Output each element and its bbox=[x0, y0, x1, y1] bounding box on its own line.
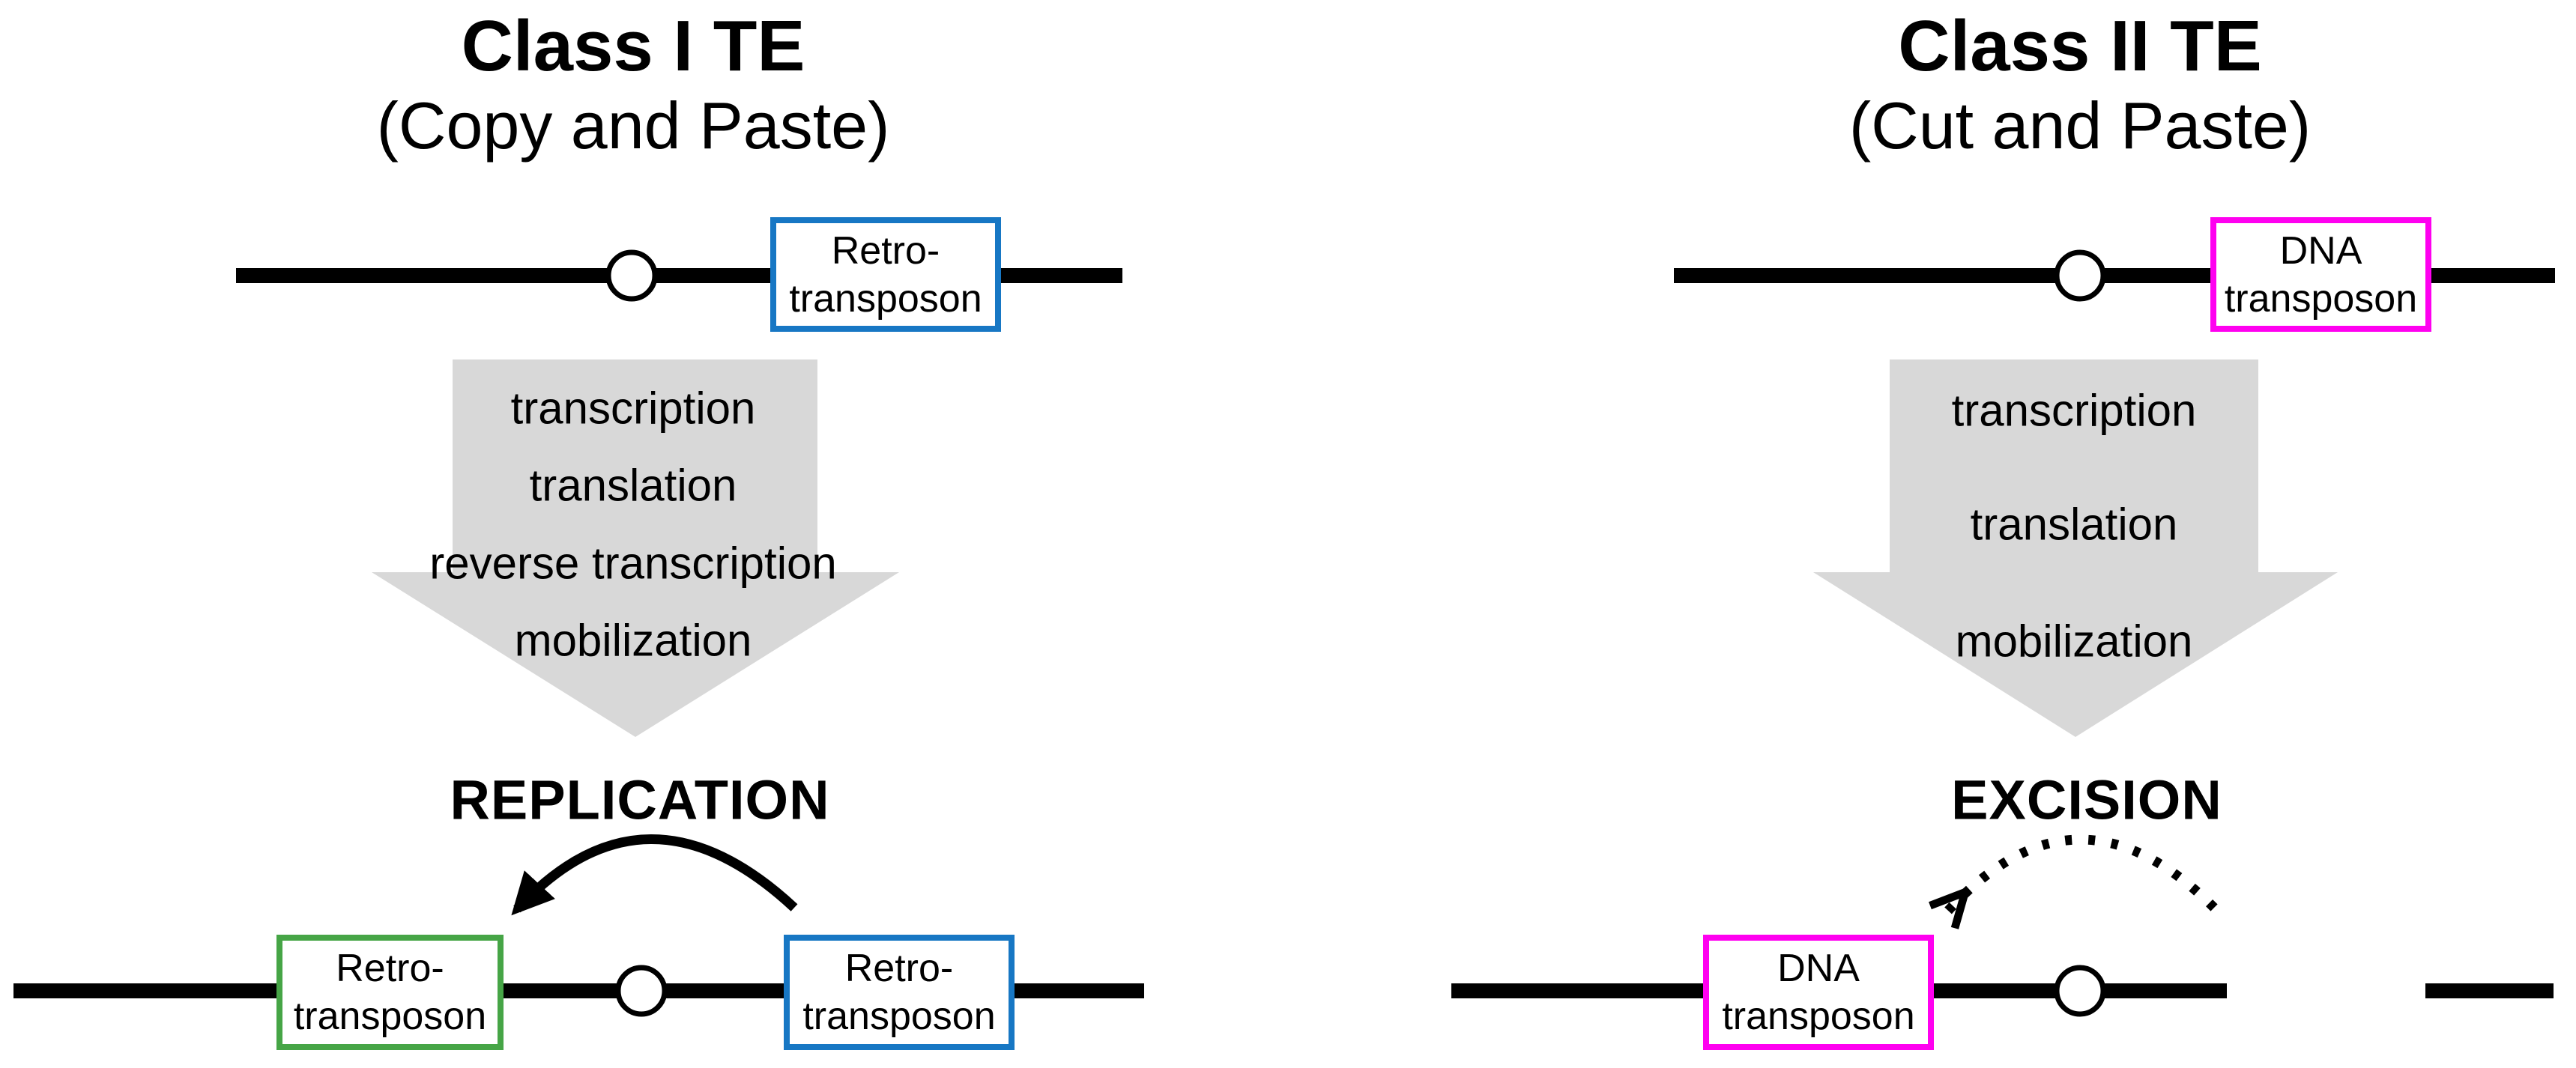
class1-subtitle: (Copy and Paste) bbox=[376, 88, 890, 163]
te-box-retrotransposon-top: Retro- transposon bbox=[770, 217, 1001, 332]
class2-title: Class II TE bbox=[1898, 6, 2262, 86]
process-steps-arrow-left bbox=[372, 359, 899, 737]
te-box-label-line1: DNA bbox=[1777, 947, 1860, 990]
centromere-circle-left-top bbox=[605, 249, 658, 302]
class1-title: Class I TE bbox=[461, 6, 805, 86]
te-box-label-line1: Retro- bbox=[831, 228, 940, 273]
process-steps-arrow-right bbox=[1813, 359, 2338, 737]
class2-step-mobilization: mobilization bbox=[1955, 616, 2193, 667]
centromere-circle-right-top bbox=[2054, 249, 2106, 302]
centromere-circle-left-bottom bbox=[615, 965, 668, 1017]
class1-step-reverse-transcription: reverse transcription bbox=[429, 538, 837, 589]
te-box-label-line1: DNA bbox=[2279, 228, 2362, 273]
excision-arrow bbox=[1948, 834, 2218, 911]
te-box-label-line2: transposon bbox=[789, 276, 982, 321]
te-box-retrotransposon-original: Retro- transposon bbox=[784, 935, 1015, 1050]
te-box-label-line2: transposon bbox=[2224, 276, 2418, 321]
te-box-label-line2: transposon bbox=[293, 995, 487, 1038]
te-box-dna-transposon-moved: DNA transposon bbox=[1703, 935, 1934, 1050]
class2-process-label: EXCISION bbox=[1951, 768, 2222, 831]
te-box-label-line2: transposon bbox=[802, 995, 996, 1038]
class2-subtitle: (Cut and Paste) bbox=[1848, 88, 2312, 163]
class1-step-translation: translation bbox=[529, 460, 737, 511]
replication-arrow bbox=[511, 834, 798, 916]
class1-step-transcription: transcription bbox=[510, 383, 756, 434]
te-box-label-line1: Retro- bbox=[336, 947, 444, 990]
class1-step-mobilization: mobilization bbox=[514, 615, 752, 666]
te-box-dna-transposon-top: DNA transposon bbox=[2210, 217, 2431, 332]
chromosome-line-excised-fragment bbox=[2425, 983, 2554, 998]
class1-process-label: REPLICATION bbox=[450, 768, 830, 831]
class2-step-transcription: transcription bbox=[1951, 385, 2197, 436]
te-box-retrotransposon-new-copy: Retro- transposon bbox=[276, 935, 504, 1050]
te-box-label-line1: Retro- bbox=[844, 947, 954, 990]
te-box-label-line2: transposon bbox=[1722, 995, 1915, 1038]
centromere-circle-right-bottom bbox=[2054, 965, 2106, 1017]
class2-step-translation: translation bbox=[1970, 499, 2178, 550]
